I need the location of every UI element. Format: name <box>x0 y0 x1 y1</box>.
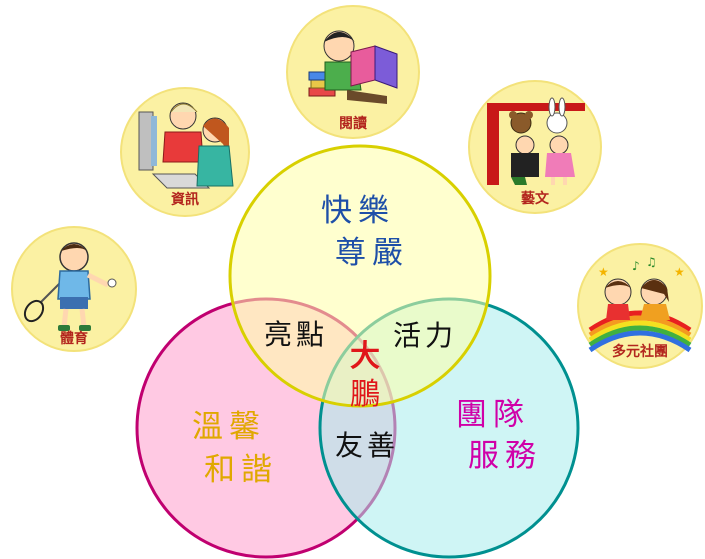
puppet-show-icon <box>487 97 585 185</box>
left-circle-line1: 溫馨 <box>192 409 266 445</box>
svg-text:★: ★ <box>598 265 609 279</box>
badge-sports: 體育 <box>11 226 137 352</box>
badge-clubs-label: 多元社團 <box>612 343 668 360</box>
computer-kids-icon <box>138 102 234 189</box>
venn-circles <box>135 144 580 559</box>
overlap-left-right: 友善 <box>335 429 399 462</box>
circle-top <box>228 144 492 408</box>
rainbow-kids-icon: ★ ★ ♪ ♫ <box>588 255 692 353</box>
overlap-top-left: 亮點 <box>264 318 328 351</box>
badge-arts-circle <box>468 80 602 214</box>
top-circle-line1: 快樂 <box>321 193 395 229</box>
reading-boy-icon <box>308 30 398 104</box>
badge-clubs: ★ ★ ♪ ♫ 多元社團 <box>577 243 703 369</box>
svg-text:♫: ♫ <box>646 255 657 269</box>
svg-text:★: ★ <box>674 265 685 279</box>
badge-reading-label: 閱讀 <box>339 115 367 132</box>
badge-reading: 閱讀 <box>286 5 420 139</box>
top-circle-line2: 尊嚴 <box>335 235 409 271</box>
overlap-top-right: 活力 <box>393 319 457 352</box>
right-circle-line1: 團隊 <box>456 397 530 433</box>
badminton-boy-icon <box>23 242 117 331</box>
badge-sports-label: 體育 <box>60 330 88 347</box>
badge-info-label: 資訊 <box>171 191 199 208</box>
badge-arts: 藝文 <box>468 80 602 214</box>
svg-text:♪: ♪ <box>632 259 640 273</box>
center-line1: 大 <box>350 339 380 374</box>
right-circle-line2: 服務 <box>468 438 542 474</box>
left-circle-line2: 和諧 <box>204 452 278 488</box>
center-line2: 鵬 <box>350 377 380 412</box>
badge-info: 資訊 <box>120 87 250 217</box>
badge-arts-label: 藝文 <box>521 190 550 207</box>
